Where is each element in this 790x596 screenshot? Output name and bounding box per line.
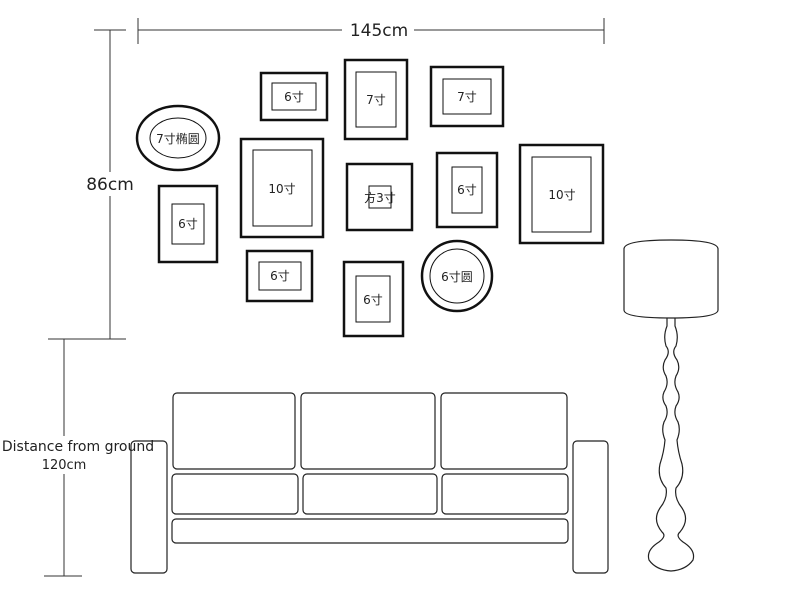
ground-label-line1: Distance from ground xyxy=(2,439,154,455)
frame-large-10-left xyxy=(239,137,325,239)
lamp-shade xyxy=(623,239,719,319)
frame-label-top-6: 6寸 xyxy=(284,90,304,104)
frame-mid-6-right xyxy=(435,151,499,229)
sofa-back-cushion-right xyxy=(440,392,568,470)
sofa-back-cushion-center xyxy=(300,392,436,470)
sofa-back-cushion-left xyxy=(172,392,296,470)
frame-round-6 xyxy=(420,239,494,313)
width-dimension xyxy=(137,18,605,44)
frame-label-round-6: 6寸圆 xyxy=(441,270,473,284)
floor-lamp xyxy=(623,239,719,572)
frame-label-large-10-left: 10寸 xyxy=(268,182,295,196)
frame-top-7-wide xyxy=(429,65,505,128)
frame-label-large-10-right: 10寸 xyxy=(548,188,575,202)
frame-square-3 xyxy=(345,162,414,232)
sofa-arm-left xyxy=(130,440,168,574)
sofa-base xyxy=(171,518,569,544)
height-label: 86cm xyxy=(86,175,134,195)
lamp-stand xyxy=(647,318,695,572)
height-dimension xyxy=(48,29,126,340)
frame-bottom-6-left xyxy=(245,249,314,303)
frame-label-oval-7: 7寸椭圆 xyxy=(156,131,200,146)
frame-label-top-7-tall: 7寸 xyxy=(366,93,386,107)
width-label: 145cm xyxy=(350,21,408,41)
frame-label-top-7-wide: 7寸 xyxy=(457,90,477,104)
frame-label-bottom-6-left: 6寸 xyxy=(270,269,290,283)
ground-label-line2: 120cm xyxy=(42,458,87,473)
frame-large-10-right xyxy=(518,143,605,245)
frame-label-mid-6-right: 6寸 xyxy=(457,183,477,197)
frame-oval-7 xyxy=(135,104,221,172)
frame-label-small-6-left: 6寸 xyxy=(178,217,198,231)
frame-label-square-3: 方3寸 xyxy=(364,190,396,205)
ground-dimension xyxy=(44,339,82,577)
sofa-arm-right xyxy=(572,440,609,574)
frame-label-bottom-6-center: 6寸 xyxy=(363,293,383,307)
frame-top-6 xyxy=(259,71,329,122)
frame-top-7-tall xyxy=(343,58,409,141)
frame-small-6-left xyxy=(157,184,219,264)
sofa-seat-cushion-left xyxy=(171,473,299,515)
sofa xyxy=(130,392,609,574)
sofa-seat-cushion-right xyxy=(441,473,569,515)
sofa-seat-cushion-center xyxy=(302,473,438,515)
frame-bottom-6-center xyxy=(342,260,405,338)
